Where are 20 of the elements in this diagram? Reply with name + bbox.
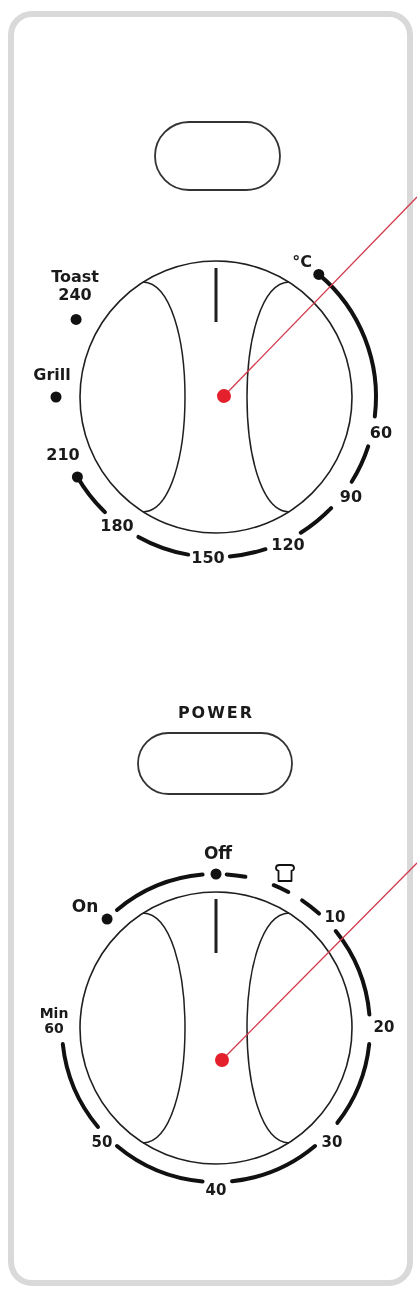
scale-number: 90 <box>339 488 363 506</box>
scale-number: 150 <box>191 549 225 567</box>
leader-line <box>215 862 417 1067</box>
scale-number: 60 <box>369 424 393 442</box>
scale-number: 50 <box>91 1133 113 1151</box>
scale-number: 180 <box>100 517 134 535</box>
dial-label: Min 60 <box>39 1005 69 1037</box>
dial-label: Toast 240 <box>51 268 99 304</box>
dial-label: On <box>71 896 99 916</box>
scale-number: 40 <box>205 1181 227 1199</box>
scale-number: 120 <box>271 536 305 554</box>
scale-number: 30 <box>321 1133 343 1151</box>
scale-number: 10 <box>324 908 346 926</box>
leader-line <box>217 196 417 403</box>
panel-label: POWER <box>176 703 255 723</box>
unit-label: °C <box>292 253 312 271</box>
dial-label: Grill <box>33 366 71 384</box>
scale-number: 20 <box>373 1018 395 1036</box>
scale-number: 210 <box>46 446 80 464</box>
dial-label: Off <box>203 843 233 863</box>
